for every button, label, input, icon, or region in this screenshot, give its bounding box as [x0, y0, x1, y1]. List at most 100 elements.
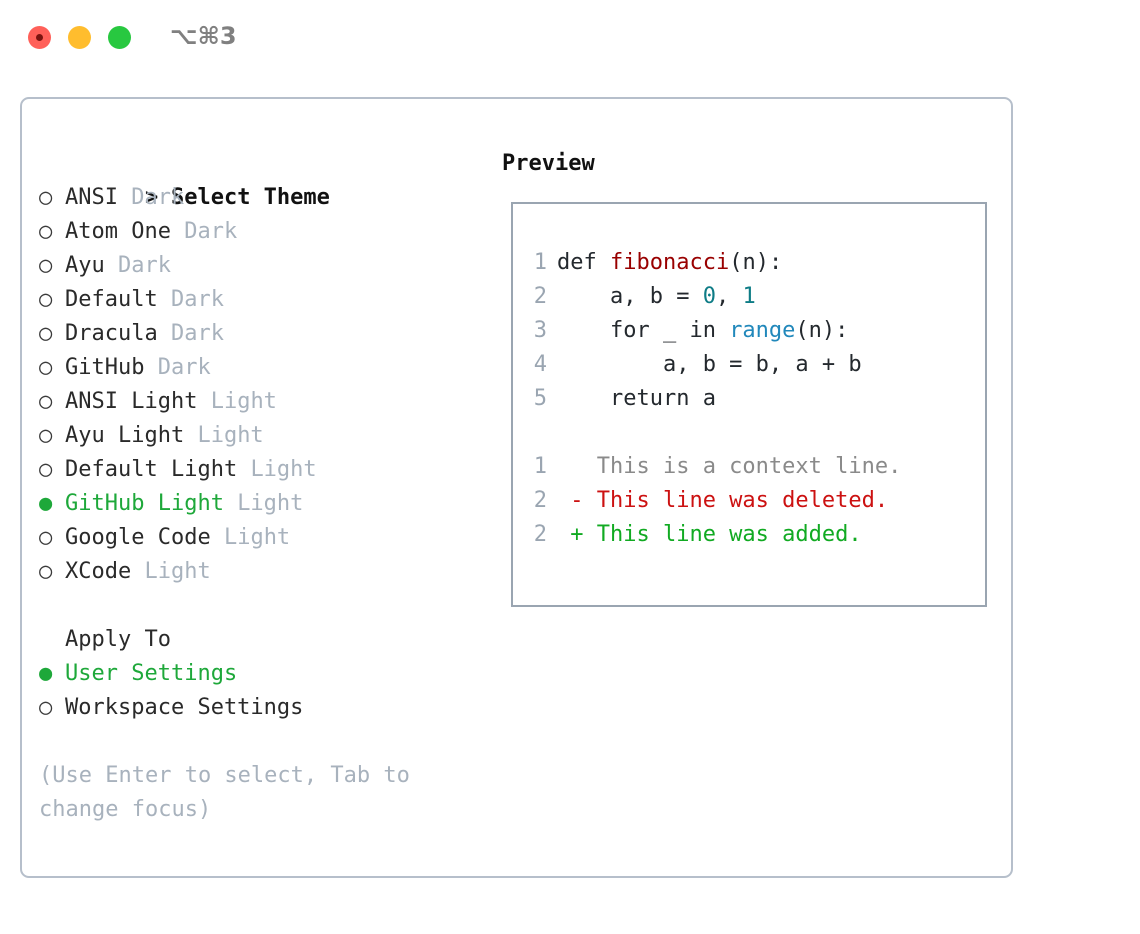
code-token: return a: [557, 386, 716, 411]
theme-variant-tag: Light: [223, 525, 291, 550]
code-line: 5 return a: [525, 382, 901, 416]
theme-option-label: GitHub Light: [65, 491, 238, 516]
theme-variant-tag: Dark: [117, 253, 171, 278]
preview-title: Preview: [502, 151, 595, 176]
radio-selected-icon: ●: [39, 661, 53, 686]
theme-variant-tag: Dark: [131, 185, 185, 210]
theme-option-ayu[interactable]: ○ Ayu Dark: [39, 249, 479, 283]
theme-variant-tag: Dark: [184, 219, 238, 244]
code-token: a, b = b, a + b: [557, 352, 862, 377]
window-controls: [28, 26, 131, 49]
theme-option-ansi-light[interactable]: ○ ANSI Light Light: [39, 385, 479, 419]
theme-option-label: Atom One: [65, 219, 185, 244]
radio-unselected-icon: ○: [39, 219, 53, 244]
theme-option-label: GitHub: [65, 355, 158, 380]
theme-variant-tag: Dark: [170, 321, 224, 346]
radio-unselected-icon: ○: [39, 321, 53, 346]
radio-unselected-icon: ○: [39, 695, 53, 720]
line-number: 2: [533, 488, 547, 513]
code-token: + This line was added.: [557, 522, 862, 547]
apply-to-option-user-settings[interactable]: ● User Settings: [39, 657, 479, 691]
theme-option-label: Google Code: [65, 525, 224, 550]
code-line: 2 - This line was deleted.: [525, 484, 901, 518]
theme-option-atom-one[interactable]: ○ Atom One Dark: [39, 215, 479, 249]
maximize-button-icon[interactable]: [108, 26, 131, 49]
radio-unselected-icon: ○: [39, 253, 53, 278]
theme-option-ansi[interactable]: ○ANSI Dark: [39, 181, 479, 215]
radio-unselected-icon: ○: [39, 423, 53, 448]
theme-option-label: Ayu: [65, 253, 118, 278]
minimize-button-icon[interactable]: [68, 26, 91, 49]
keyboard-shortcut-label: ⌥⌘3: [170, 22, 237, 50]
code-token: 0: [702, 284, 716, 309]
radio-unselected-icon: ○: [39, 559, 53, 584]
theme-option-default-light[interactable]: ○ Default Light Light: [39, 453, 479, 487]
theme-option-label: Default: [65, 287, 171, 312]
theme-option-default[interactable]: ○ Default Dark: [39, 283, 479, 317]
line-number: 5: [533, 386, 547, 411]
line-number: 2: [533, 284, 547, 309]
theme-option-label: XCode: [65, 559, 145, 584]
theme-variant-tag: Light: [250, 457, 317, 482]
theme-list-column: >Select Theme ○ANSI Dark○Atom One Dark○A…: [39, 147, 479, 827]
select-theme-header: >Select Theme: [39, 147, 479, 210]
theme-option-label: ANSI Light: [65, 389, 211, 414]
radio-unselected-icon: ○: [39, 355, 53, 380]
line-number: 4: [533, 352, 547, 377]
theme-option-ayu-light[interactable]: ○Ayu Light Light: [39, 419, 479, 453]
theme-option-label: ANSI: [65, 185, 132, 210]
code-token: def: [557, 250, 610, 275]
code-token: (n):: [795, 318, 849, 343]
theme-variant-tag: Light: [210, 389, 277, 414]
code-line: 1 This is a context line.: [525, 450, 902, 484]
radio-unselected-icon: ○: [39, 457, 53, 482]
line-number: 1: [533, 250, 547, 275]
theme-variant-tag: Light: [144, 559, 211, 584]
code-line: 4 a, b = b, a + b: [525, 348, 901, 382]
radio-unselected-icon: ○: [39, 389, 53, 414]
line-number: 1: [533, 454, 547, 479]
radio-selected-icon: ●: [39, 491, 53, 516]
keyboard-hint-text: (Use Enter to select, Tab to change focu…: [39, 763, 424, 822]
code-line: 2 a, b = 0, 1: [525, 280, 901, 314]
close-button-icon[interactable]: [28, 26, 51, 49]
theme-option-label: Default Light: [65, 457, 251, 482]
apply-to-option-workspace-settings[interactable]: ○ Workspace Settings: [39, 691, 479, 725]
code-token: This is a context line.: [557, 454, 902, 479]
theme-list: ○ANSI Dark○Atom One Dark○Ayu Dark○Defaul…: [39, 181, 479, 589]
theme-option-github-light[interactable]: ● GitHub Light Light: [39, 487, 479, 521]
theme-option-dracula[interactable]: ○ Dracula Dark: [39, 317, 479, 351]
theme-option-label: Ayu Light: [65, 423, 198, 448]
code-line: 2 + This line was added.: [525, 518, 901, 552]
code-token: (n):: [729, 250, 783, 275]
theme-option-google-code[interactable]: ○ Google Code Light: [39, 521, 479, 555]
code-token: 1: [742, 284, 756, 309]
apply-to-list: ● User Settings ○ Workspace Settings: [39, 657, 479, 725]
code-token: ,: [715, 284, 743, 309]
theme-option-github[interactable]: ○ GitHub Dark: [39, 351, 479, 385]
theme-variant-tag: Dark: [170, 287, 224, 312]
prompt-caret-icon: >: [144, 185, 159, 210]
theme-selector-panel: >Select Theme ○ANSI Dark○Atom One Dark○A…: [20, 97, 1013, 878]
apply-to-option-label: Workspace Settings: [65, 695, 304, 720]
list-spacer: [39, 589, 479, 623]
theme-option-xcode[interactable]: ○ XCode Light: [39, 555, 479, 589]
code-token: - This line was deleted.: [557, 488, 889, 513]
code-token: range: [729, 318, 796, 343]
code-line: 3 for _ in range(n):: [525, 314, 901, 348]
line-number: 3: [533, 318, 547, 343]
radio-unselected-icon: ○: [39, 525, 53, 550]
theme-option-label: Dracula: [65, 321, 171, 346]
theme-variant-tag: Light: [237, 491, 304, 516]
code-token: a, b =: [557, 284, 703, 309]
radio-unselected-icon: ○: [39, 287, 53, 312]
apply-to-option-label: User Settings: [65, 661, 238, 686]
line-number: 2: [533, 522, 547, 547]
apply-to-header: Apply To: [65, 627, 171, 652]
theme-variant-tag: Dark: [157, 355, 211, 380]
code-token: for _ in: [557, 318, 730, 343]
code-blank-line: [525, 416, 901, 450]
